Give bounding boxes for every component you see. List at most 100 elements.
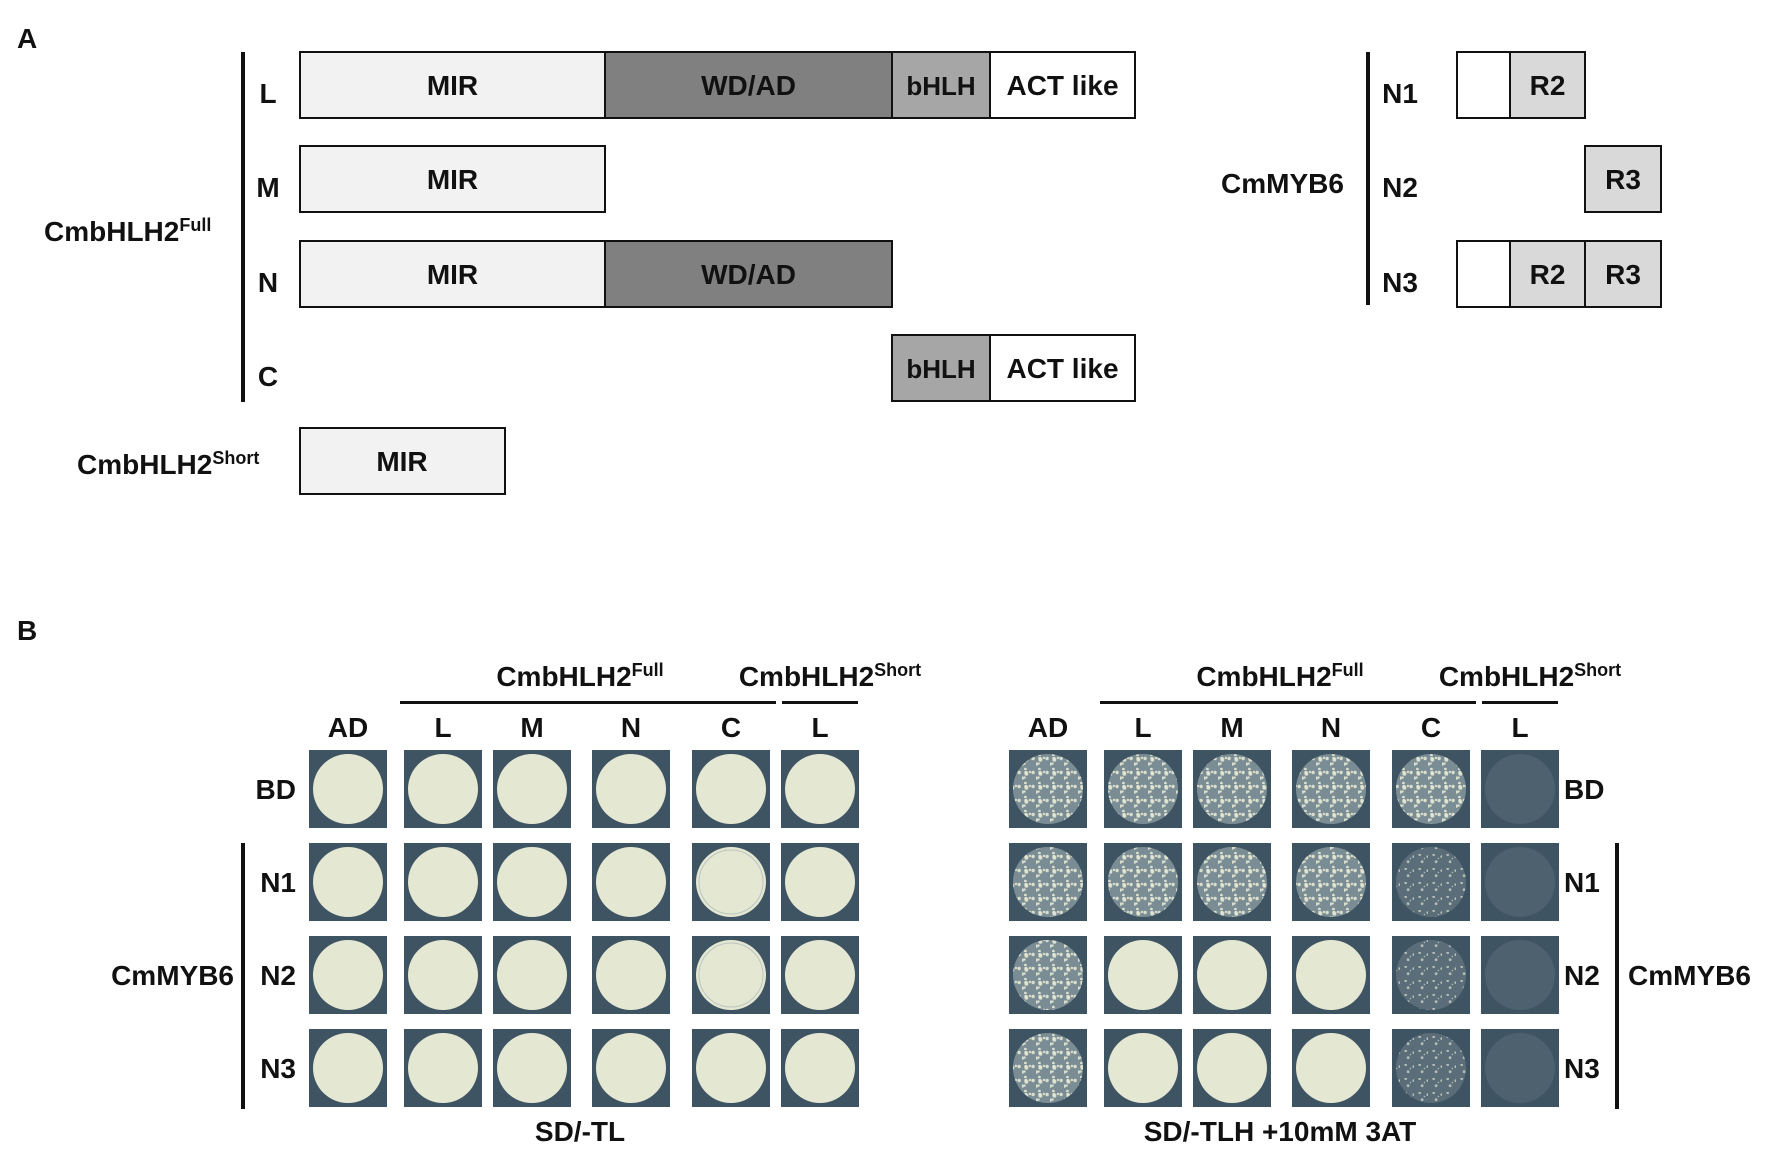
right-plate-cell [1481,1029,1559,1107]
right-row-label-bd: BD [1564,774,1604,805]
left-plate-cell [493,750,571,828]
right-plate-cell [1481,936,1559,1014]
right-full-group-label: CmbHLH2Full [1196,660,1363,692]
colony-spot-full [785,847,855,917]
left-row-label-n3: N3 [260,1053,296,1084]
group-superscript: Short [1574,660,1621,680]
colony-spot-full [497,754,567,824]
full-row-label-m: M [256,172,279,203]
myb-n-terminal-box [1456,51,1511,119]
domain-label-bhlh: bHLH [906,71,975,101]
domain-label-r2: R2 [1530,259,1566,290]
colony-spot-faint [1485,940,1555,1010]
left-plate-cell [309,750,387,828]
group-name: CmbHLH2 [1439,661,1574,692]
domain-box-mir [299,51,606,119]
colony-speckle-texture [1013,1033,1083,1103]
domain-label-mir: MIR [427,259,478,290]
left-plate-cell [692,843,770,921]
colony-spot-full [596,847,666,917]
colony-spot-full [313,940,383,1010]
colony-speckle-texture [1013,847,1083,917]
colony-spot-full [596,1033,666,1103]
right-plate-cell [1292,936,1370,1014]
right-plate-cell [1193,750,1271,828]
colony-mottle-texture [1197,940,1267,1010]
domain-label-act-like: ACT like [1006,70,1118,101]
colony-spot-full [596,754,666,824]
right-plate-cell [1193,936,1271,1014]
domain-box-mir-short [299,427,506,495]
domain-box-wd-ad [604,51,893,119]
colony-spot-full [696,754,766,824]
full-construct-name: CmbHLH2Full [44,215,211,247]
left-column-label-l: L [434,712,451,743]
colony-speckle-texture [1108,847,1178,917]
colony-spot-full [497,847,567,917]
left-short-group-label: CmbHLH2Short [739,660,921,692]
group-superscript: Full [1332,660,1364,680]
right-full-group-line [1100,701,1476,704]
left-full-group-line [400,701,776,704]
colony-spot-full [497,1033,567,1103]
colony-sparse-texture [1396,940,1466,1010]
right-plate-cell [1009,750,1087,828]
right-plate-cell [1392,936,1470,1014]
colony-speckle-texture [1197,754,1267,824]
left-plate-cell [493,843,571,921]
domain-label-r3: R3 [1605,259,1641,290]
right-plate-cell [1481,750,1559,828]
left-column-label-ad: AD [328,712,368,743]
domain-label-act-like: ACT like [1006,353,1118,384]
colony-mottling [698,849,764,915]
domain-label-mir: MIR [427,70,478,101]
left-row-label-n1: N1 [260,867,296,898]
left-plate-cell [309,1029,387,1107]
colony-spot-full [1108,940,1178,1010]
left-full-group-label: CmbHLH2Full [496,660,663,692]
right-column-label-n: N [1321,712,1341,743]
domain-box-mir [299,145,606,213]
domain-box-wd-ad [604,240,893,308]
right-plate-cell [1392,750,1470,828]
left-plate-cell [692,750,770,828]
domain-box-r2 [1509,51,1586,119]
right-column-label-ad: AD [1028,712,1068,743]
left-plate-cell [493,1029,571,1107]
right-plate-cell [1009,936,1087,1014]
domain-box-act-like [989,51,1136,119]
domain-box-mir [299,240,606,308]
myb-bracket [1366,52,1370,305]
domain-label-wd-ad: WD/AD [701,70,796,101]
colony-spot-full [313,754,383,824]
right-column-label-l: L [1134,712,1151,743]
myb-row-label-n3: N3 [1382,267,1418,298]
right-plate-cell [1193,1029,1271,1107]
left-plate-cell [592,843,670,921]
domain-label-r3: R3 [1605,164,1641,195]
left-column-label-c: C [721,712,741,743]
right-row-label-n3: N3 [1564,1053,1600,1084]
right-plate-cell [1292,750,1370,828]
colony-spot-faint [1485,847,1555,917]
group-name: CmbHLH2 [739,661,874,692]
domain-box-r3 [1584,240,1662,308]
left-plate-cell [592,1029,670,1107]
full-row-label-l: L [259,78,276,109]
right-plate-cell [1193,843,1271,921]
domain-label-mir: MIR [427,164,478,195]
right-row-label-n2: N2 [1564,960,1600,991]
colony-spot-full [1296,1033,1366,1103]
colony-speckle-texture [1197,847,1267,917]
left-plate-cell [781,750,859,828]
left-plate-cell [404,936,482,1014]
colony-spot-full [497,940,567,1010]
colony-speckle-texture [1013,754,1083,824]
left-short-group-line [782,701,858,704]
right-plate-cell [1292,843,1370,921]
colony-spot-full [1197,1033,1267,1103]
right-short-group-line [1482,701,1558,704]
